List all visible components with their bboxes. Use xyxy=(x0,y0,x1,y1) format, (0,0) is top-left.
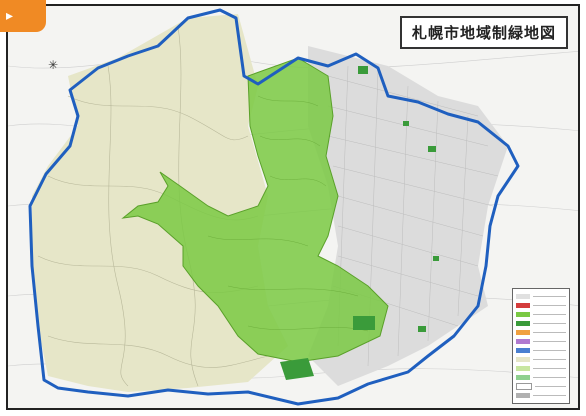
corner-glyph-icon: ▸ xyxy=(6,8,14,24)
legend-row xyxy=(516,355,566,363)
forest-patch xyxy=(358,66,368,74)
legend-row xyxy=(516,373,566,381)
legend-row xyxy=(516,301,566,309)
map-title: 札幌市地域制緑地図 xyxy=(399,16,568,49)
legend-row xyxy=(516,382,566,390)
green-texture xyxy=(207,95,369,332)
legend-row xyxy=(516,364,566,372)
forest-patch xyxy=(418,326,426,332)
forest-patch xyxy=(433,256,439,261)
legend-row xyxy=(516,391,566,399)
map-canvas xyxy=(8,8,578,406)
legend-row xyxy=(516,310,566,318)
protected-green-zone xyxy=(121,57,389,363)
map-legend xyxy=(512,288,570,404)
forest-patch xyxy=(353,316,375,330)
forest-patch xyxy=(428,146,436,152)
forest-patch xyxy=(403,121,409,126)
legend-row xyxy=(516,292,566,300)
legend-row xyxy=(516,337,566,345)
forest-patch xyxy=(280,358,314,380)
map-frame: ✳ 札幌市地域制緑地図 xyxy=(6,4,580,410)
legend-row xyxy=(516,319,566,327)
corner-tab: ▸ xyxy=(0,0,46,32)
city-boundary xyxy=(28,8,520,406)
legend-row xyxy=(516,328,566,336)
compass-icon: ✳ xyxy=(48,58,59,72)
legend-row xyxy=(516,346,566,354)
